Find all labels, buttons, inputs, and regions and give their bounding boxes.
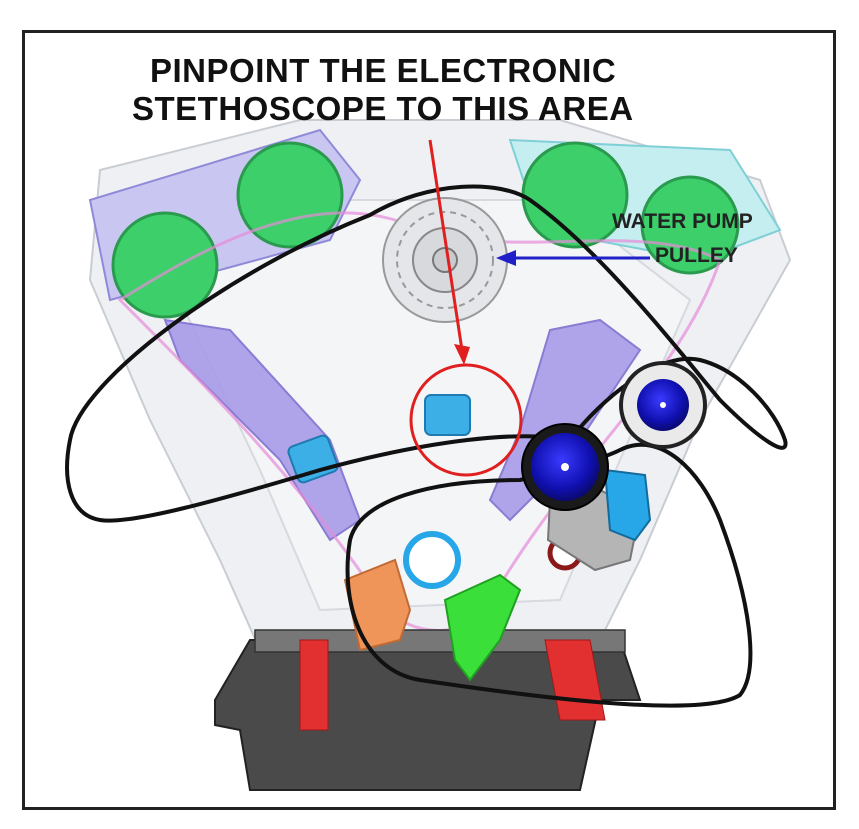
stethoscope-target-part (424, 394, 471, 436)
blue-arrow-icon (496, 250, 650, 266)
sensor-left-icon (287, 434, 339, 484)
callout-line-1: WATER PUMP (612, 210, 753, 233)
stethoscope-target-circle (409, 363, 523, 477)
serpentine-belt-lower (345, 442, 753, 708)
water-pump-pulley-icon (382, 197, 508, 323)
crank-pulley-icon (403, 531, 461, 589)
oil-pan-flange (254, 629, 626, 653)
title-line-2: STETHOSCOPE TO THIS AREA (132, 90, 634, 127)
orange-bracket (343, 558, 412, 652)
callout-line-2: PULLEY (655, 244, 738, 267)
tensioner-cyan-icon (603, 468, 652, 542)
title-line-1: PINPOINT THE ELECTRONIC (150, 52, 616, 89)
serpentine-belt-main (65, 184, 788, 523)
green-guide (443, 573, 522, 682)
cam-gear-left-1 (111, 211, 219, 319)
cam-gear-left-2 (236, 141, 344, 249)
tensioner-pulley-icon (521, 423, 609, 511)
idler-pulley-icon (619, 361, 707, 449)
red-arrow-icon (428, 139, 470, 365)
red-bracket-left (299, 639, 329, 731)
cam-gear-right-2 (640, 175, 740, 275)
